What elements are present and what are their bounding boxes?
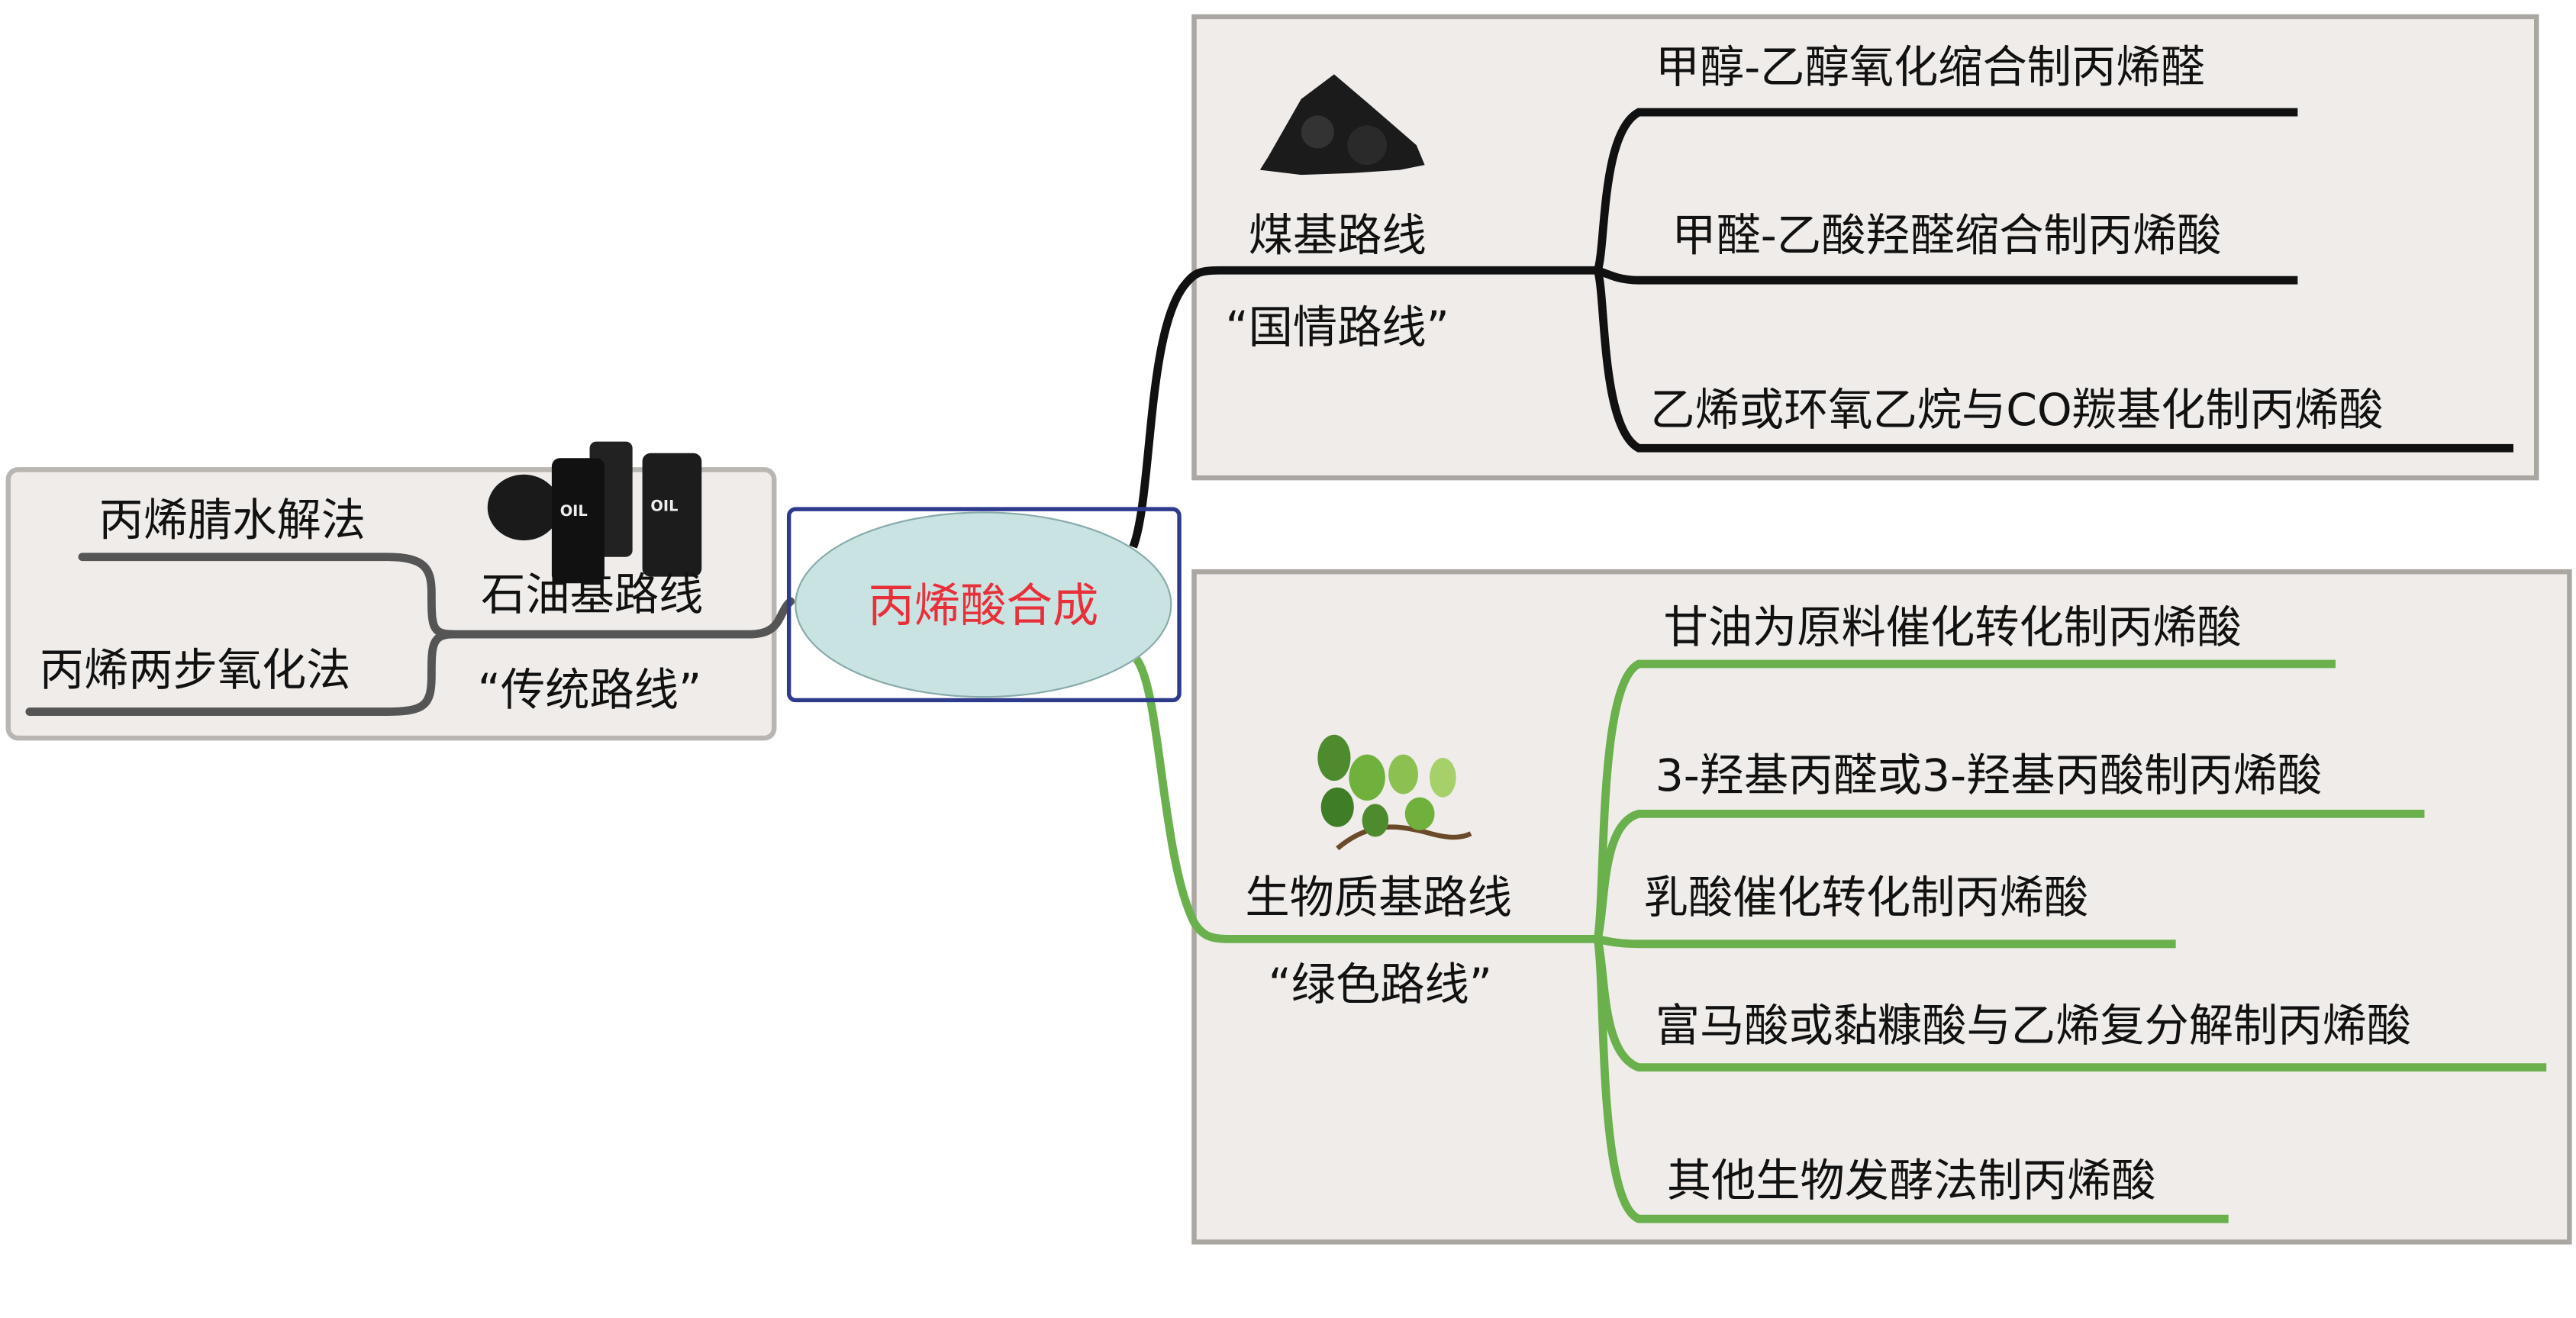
coal-icon xyxy=(1259,74,1425,176)
plant-icon xyxy=(1317,734,1472,851)
biomass-route-name[interactable]: 生物质基路线 xyxy=(1245,872,1511,923)
oil-barrels-icon: OIL OIL xyxy=(487,441,702,584)
coal-method[interactable]: 乙烯或环氧乙烷与CO羰基化制丙烯酸 xyxy=(1650,384,2383,436)
biomass-branches xyxy=(1133,656,2547,1223)
biomass-method[interactable]: 富马酸或黏糠酸与乙烯复分解制丙烯酸 xyxy=(1656,1000,2411,1052)
coal-route-name[interactable]: 煤基路线 xyxy=(1249,209,1427,261)
center-node-frame xyxy=(786,507,1182,703)
petroleum-branches xyxy=(25,553,795,716)
biomass-method[interactable]: 其他生物发酵法制丙烯酸 xyxy=(1667,1155,2156,1207)
biomass-box xyxy=(1191,569,2572,1245)
coal-branches xyxy=(1129,108,2513,549)
petroleum-route-name[interactable]: 石油基路线 xyxy=(481,569,703,620)
biomass-method[interactable]: 甘油为原料催化转化制丙烯酸 xyxy=(1664,601,2242,653)
biomass-method[interactable]: 3-羟基丙醛或3-羟基丙酸制丙烯酸 xyxy=(1656,749,2322,801)
petroleum-route-tag: “传统路线” xyxy=(478,664,701,716)
center-label: 丙烯酸合成 xyxy=(868,579,1098,633)
barrel-label: OIL xyxy=(560,502,588,520)
center-node[interactable]: 丙烯酸合成 xyxy=(786,507,1182,703)
biomass-route-tag: “绿色路线” xyxy=(1269,959,1492,1010)
petroleum-method[interactable]: 丙烯两步氧化法 xyxy=(40,644,351,696)
biomass-method[interactable]: 乳酸催化转化制丙烯酸 xyxy=(1644,872,2089,923)
coal-box xyxy=(1191,14,2539,481)
petroleum-method[interactable]: 丙烯腈水解法 xyxy=(98,495,366,546)
coal-method[interactable]: 甲醛-乙酸羟醛缩合制丙烯酸 xyxy=(1672,209,2221,261)
coal-route-tag: “国情路线” xyxy=(1225,301,1449,353)
coal-method[interactable]: 甲醇-乙醇氧化缩合制丙烯醛 xyxy=(1656,41,2205,93)
barrel-label: OIL xyxy=(650,497,678,514)
center-node-ellipse xyxy=(795,511,1172,698)
